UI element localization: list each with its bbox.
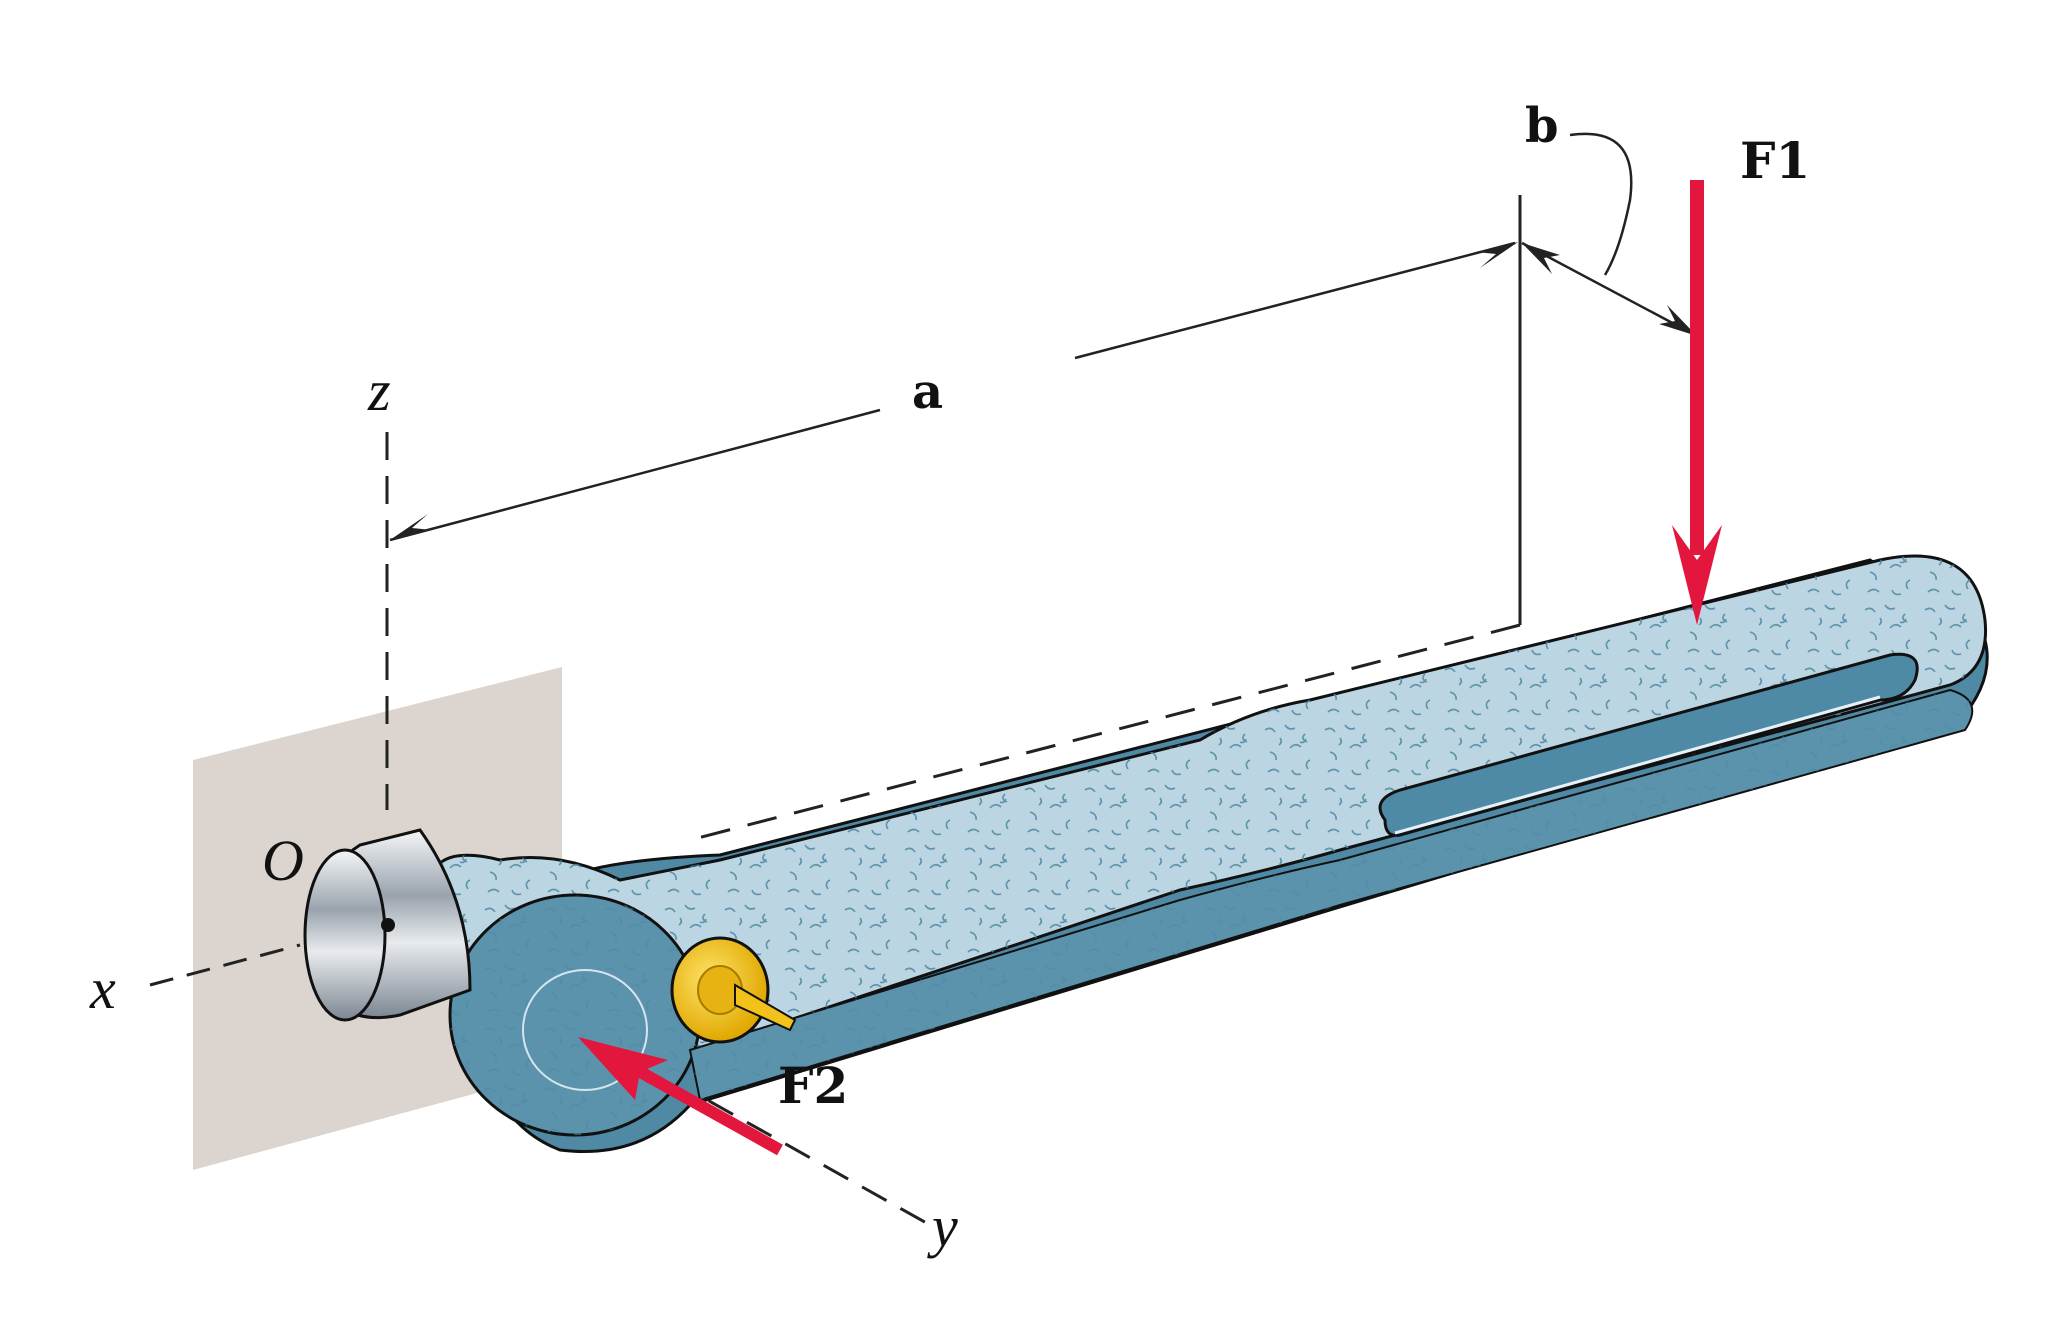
socket-icon: [303, 828, 472, 1022]
axis-y-label: y: [927, 1194, 958, 1259]
origin-label: O: [262, 828, 304, 893]
handle-slot-highlight: [1394, 695, 1881, 835]
axis-x-label: x: [89, 956, 116, 1021]
dimension-a-arrow-left: [390, 514, 432, 540]
dimension-a-arrow-right: [1476, 242, 1518, 268]
dimension-b-label: b: [1525, 98, 1559, 154]
wrench-head-texture: [450, 895, 700, 1135]
dimension-a-line-right: [1074, 241, 1516, 360]
pawl-knob-icon: [670, 936, 797, 1044]
dimension-a-line-left: [389, 408, 881, 542]
dimension-b-leader: [1569, 132, 1633, 276]
wrench-top-texture: [428, 556, 1986, 1112]
force-f2-arrowhead: [578, 1037, 668, 1100]
force-f2-label: F2: [778, 1056, 848, 1115]
x-axis-line: [149, 943, 301, 987]
axis-z-label: z: [367, 358, 391, 423]
force-f1-label: F1: [1740, 131, 1810, 190]
dimension-b-line: [1521, 241, 1696, 337]
handle-side-texture: [690, 690, 1973, 1100]
handle-slot: [1378, 652, 1919, 837]
dimension-a-label: a: [912, 364, 943, 420]
drive-hub-circle: [522, 969, 648, 1091]
force-f1-arrowhead: [1672, 525, 1722, 625]
dimension-b-arrow-right: [1659, 305, 1697, 336]
dimension-b-arrow-left: [1522, 243, 1560, 274]
